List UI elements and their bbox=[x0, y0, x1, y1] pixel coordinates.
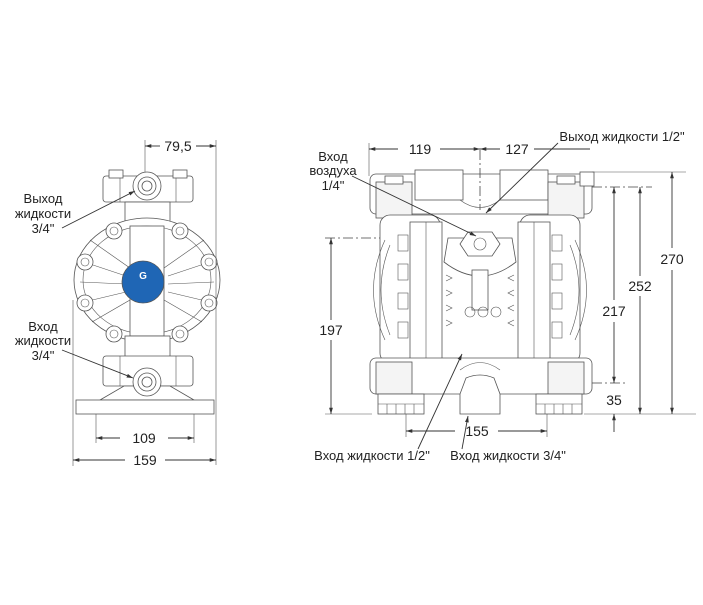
svg-text:G: G bbox=[139, 271, 147, 282]
dim-overall-height: 270 bbox=[660, 251, 684, 267]
svg-text:жидкости: жидкости bbox=[15, 333, 71, 348]
svg-text:Вход жидкости 1/2": Вход жидкости 1/2" bbox=[314, 448, 430, 463]
dim-top-port-height: 252 bbox=[628, 278, 652, 294]
svg-text:жидкости: жидкости bbox=[15, 206, 71, 221]
dim-foot-mount-side: 155 bbox=[465, 423, 489, 439]
side-view-dimensions: 119 127 197 217 252 270 35 155 bbox=[319, 141, 696, 439]
front-view-drawing: G bbox=[73, 169, 221, 415]
side-view-drawing bbox=[369, 169, 595, 415]
front-fluid-inlet-callout: Вход жидкости 3/4" bbox=[15, 319, 134, 379]
svg-text:Вход жидкости 3/4": Вход жидкости 3/4" bbox=[450, 448, 566, 463]
svg-text:3/4": 3/4" bbox=[32, 348, 55, 363]
dim-overall-width: 159 bbox=[133, 452, 157, 468]
svg-text:воздуха: воздуха bbox=[309, 163, 357, 178]
housing-bolts bbox=[76, 222, 218, 343]
dim-outlet-offset: 79,5 bbox=[164, 138, 191, 154]
dim-center-to-right: 127 bbox=[505, 141, 529, 157]
air-inlet-callout: Вход воздуха 1/4" bbox=[309, 149, 477, 237]
dim-left-to-center: 119 bbox=[409, 141, 432, 157]
fluid-outlet-half-callout: Выход жидкости 1/2" bbox=[485, 129, 685, 214]
graco-logo-icon: G bbox=[121, 260, 165, 304]
front-view-dimensions: 79,5 109 159 bbox=[72, 138, 217, 468]
dim-air-inlet-height: 197 bbox=[319, 322, 343, 338]
front-fluid-outlet-callout: Выход жидкости 3/4" bbox=[15, 190, 136, 236]
fluid-inlet-three-quarter-callout: Вход жидкости 3/4" bbox=[450, 415, 566, 463]
svg-text:Вход: Вход bbox=[28, 319, 58, 334]
dim-foot-mount-front: 109 bbox=[132, 430, 156, 446]
svg-text:3/4": 3/4" bbox=[32, 221, 55, 236]
fluid-inlet-half-callout: Вход жидкости 1/2" bbox=[314, 353, 463, 463]
svg-text:Выход: Выход bbox=[24, 191, 63, 206]
svg-text:Выход жидкости 1/2": Выход жидкости 1/2" bbox=[559, 129, 685, 144]
dim-outlet-center-height: 217 bbox=[602, 303, 626, 319]
svg-text:Вход: Вход bbox=[318, 149, 348, 164]
dim-inlet-center-height: 35 bbox=[606, 392, 622, 408]
svg-text:1/4": 1/4" bbox=[322, 178, 345, 193]
